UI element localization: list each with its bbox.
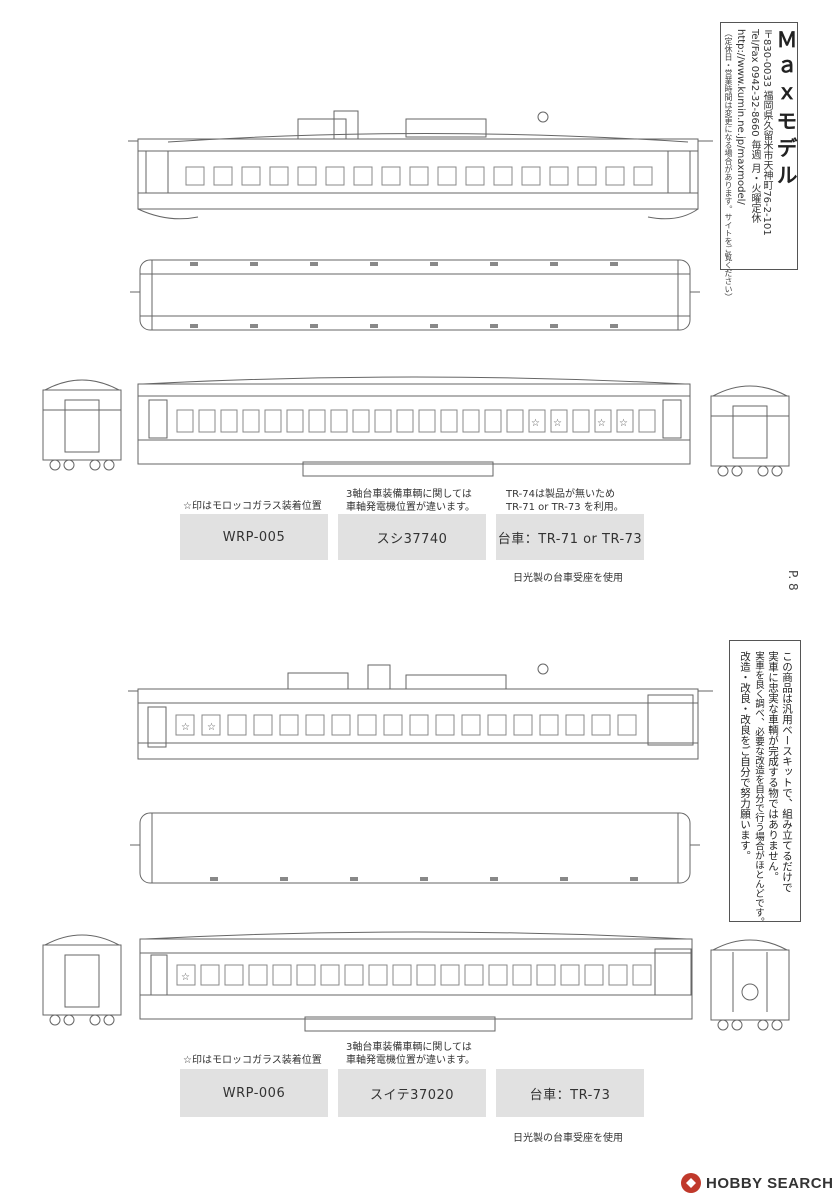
three-axle-note-1-line1: 3軸台車装備車輌に関しては	[346, 489, 472, 500]
three-axle-note-1-line2: 車軸発電機位置が違います。	[346, 502, 475, 513]
maker-hours-note: （定休日・営業時間は変更になる場合があります。サイトをご覧ください）	[724, 29, 733, 301]
disclaimer-line-4: 改造・改良・改良をご自分で努力願います。	[739, 651, 751, 861]
star-note-1: ☆印はモロッコガラス装着位置	[183, 501, 322, 512]
car1-floor-plan-drawing	[130, 252, 700, 337]
car-name-box-2: スイテ37020	[338, 1069, 486, 1117]
disclaimer-line-1: この商品は汎用ベースキットで、組み立てるだけで	[781, 651, 793, 893]
maker-address: 〒830-0033 福岡県久留米市天神町76-2-101	[761, 29, 772, 236]
svg-text:☆: ☆	[207, 722, 216, 733]
car1-roof-elevation-drawing	[128, 105, 718, 230]
maker-url[interactable]: http://www.kumin.ne.jp/maxmodel/	[735, 29, 746, 205]
svg-text:☆: ☆	[553, 418, 562, 429]
car1-end-view-right	[703, 376, 798, 481]
car1-end-view-left	[35, 370, 130, 475]
truck-seat-note-1: 日光製の台車受座を使用	[513, 573, 623, 584]
car2-floor-plan-drawing	[130, 805, 700, 890]
car2-side-elevation-drawing: ☆	[135, 925, 700, 1035]
disclaimer-line-2: 実車に忠実な車輌が完成する物ではありません。	[767, 651, 779, 882]
three-axle-note-2-line2: 車軸発電機位置が違います。	[346, 1055, 475, 1066]
hobby-search-logo-icon	[681, 1173, 701, 1193]
svg-text:☆: ☆	[597, 418, 606, 429]
star-note-2: ☆印はモロッコガラス装着位置	[183, 1055, 322, 1066]
maker-name: Ｍａｘモデル	[774, 29, 798, 191]
car2-end-view-left	[35, 925, 130, 1030]
part-code-box-2: WRP-006	[180, 1069, 328, 1117]
svg-text:☆: ☆	[531, 418, 540, 429]
truck-box-2: 台車：TR-73	[496, 1069, 644, 1117]
truck-box-1: 台車：TR-71 or TR-73	[496, 514, 644, 560]
svg-text:☆: ☆	[181, 972, 190, 983]
maker-info-box: Ｍａｘモデル 〒830-0033 福岡県久留米市天神町76-2-101 Tel/…	[720, 22, 798, 301]
disclaimer-line-3: 実車を良く調べ、必要な改造を自分で行う場合がほとんどです。	[753, 651, 764, 927]
svg-text:☆: ☆	[619, 418, 628, 429]
car1-side-elevation-drawing: ☆ ☆ ☆ ☆	[133, 370, 698, 480]
car-name-box-1: スシ37740	[338, 514, 486, 560]
car2-roof-elevation-drawing: ☆☆	[128, 655, 718, 780]
svg-text:☆: ☆	[181, 722, 190, 733]
part-code-box-1: WRP-005	[180, 514, 328, 560]
maker-telfax: Tel/Fax 0942-32-8660 毎週 月・火曜定休	[749, 29, 760, 223]
car2-end-view-right	[703, 930, 798, 1035]
tr74-note-line2: TR-71 or TR-73 を利用。	[506, 502, 624, 513]
tr74-note-line1: TR-74は製品が無いため	[506, 489, 615, 500]
truck-seat-note-2: 日光製の台車受座を使用	[513, 1133, 623, 1144]
three-axle-note-2-line1: 3軸台車装備車輌に関しては	[346, 1042, 472, 1053]
disclaimer-box: この商品は汎用ベースキットで、組み立てるだけで 実車に忠実な車輌が完成する物では…	[729, 640, 801, 927]
page-number: P. 8	[786, 570, 800, 591]
hobby-search-text: HOBBY SEARCH	[706, 1174, 834, 1192]
hobby-search-watermark: HOBBY SEARCH	[680, 1172, 833, 1194]
